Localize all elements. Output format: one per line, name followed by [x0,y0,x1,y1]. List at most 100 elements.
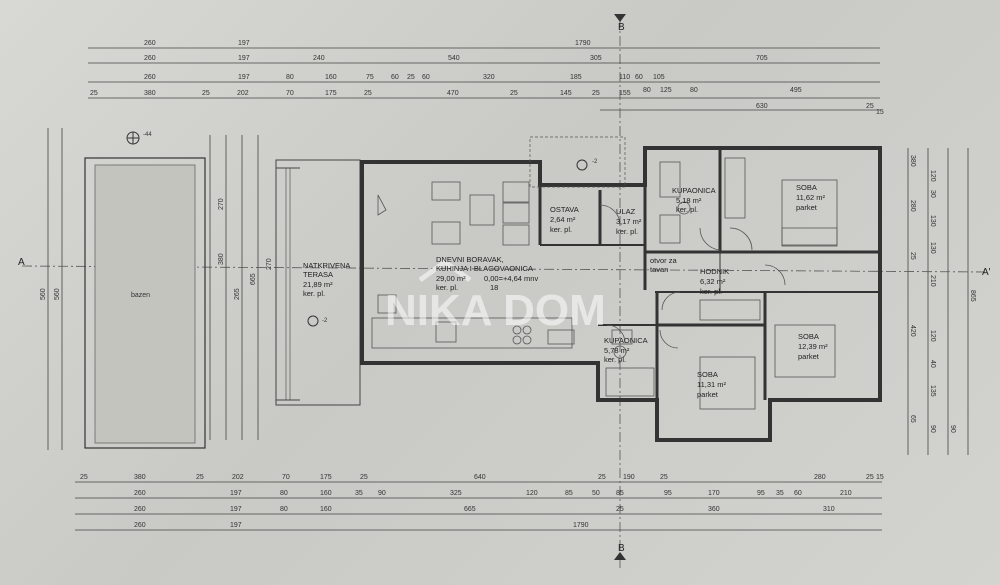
living-name-2: KUHINJA I BLAGOVAONICA [436,264,533,273]
dim-top-r3-9: 185 [570,74,582,81]
dim-top-r3-10: 110 [619,74,630,81]
dim-bot-r1-13: 15 [876,474,884,481]
dim-bot-r4-0: 260 [134,522,146,529]
dim-bot-r1-12: 25 [866,474,874,481]
dim-top-r3-11: 60 [635,74,643,81]
dim-top-r1-0: 260 [144,40,156,47]
right-dimension-chains: 380 120 280 130 30 130 210 25 420 865 12… [907,148,976,455]
doors [599,204,786,349]
section-lines: A A' B B [18,14,991,570]
living-level: 0,00=+4,64 mnv [484,274,538,283]
terrace-name-1: NATKRIVENA [303,261,350,270]
dim-bot-r2-11: 95 [664,490,672,497]
section-b-top: B [618,22,625,33]
entry-marker: -2 [576,159,598,171]
dim-bot-r2-9: 50 [592,490,600,497]
dim-top-r4-5: 175 [325,90,337,97]
dim-bot-r2-8: 85 [565,490,573,497]
dim-right-15: 90 [949,425,956,433]
dim-right-13: 65 [909,415,916,423]
watermark: NIKA DOM [385,286,606,335]
attic-opening-1: otvor za [650,256,678,265]
dim-top-r2-5: 705 [756,55,768,62]
dim-bot-r4-1: 197 [230,522,242,529]
living-steps: 18 [490,283,498,292]
dim-bot-r2-4: 35 [355,490,363,497]
dim-top-r2-4: 305 [590,55,602,62]
dim-bot-r1-0: 25 [80,474,88,481]
top-dimension-chains: 260 197 1790 260 197 240 540 305 705 260… [88,40,884,116]
entry-elevation: -2 [592,159,598,165]
dim-left-6: 270 [266,258,273,270]
dim-bot-r1-8: 25 [598,474,606,481]
section-a-right: A' [982,267,991,278]
terrace-name-2: TERASA [303,270,333,279]
dim-right-6: 210 [929,275,936,287]
entry-area: 3,17 m² [616,217,642,226]
dim-right-11: 40 [929,360,936,368]
dim-top-r3-8: 320 [483,74,495,81]
dim-left-2: 270 [218,198,225,210]
dim-left-0: 560 [40,288,47,300]
terrace-floor: ker. pl. [303,289,325,298]
storage-name: OSTAVA [550,205,579,214]
dim-bot-r3-2: 80 [280,506,288,513]
dim-left-5: 665 [250,273,257,285]
dim-top-r4-14: 80 [690,87,698,94]
room3-name: SOBA [697,370,718,379]
dim-top-r3-4: 75 [366,74,374,81]
room1-name: SOBA [796,183,817,192]
dim-bot-r4-2: 1790 [573,522,589,529]
storage-floor: ker. pl. [550,225,572,234]
dim-top-r1-2: 1790 [575,40,591,47]
dim-bot-r1-2: 25 [196,474,204,481]
dim-bot-r2-5: 90 [378,490,386,497]
dim-bot-r2-3: 160 [320,490,332,497]
room1-floor: parket [796,203,818,212]
bottom-dimension-chains: 25 380 25 202 70 175 25 640 25 190 25 28… [75,474,884,531]
hall-name: HODNIK [700,267,729,276]
dim-left-1: 560 [54,288,61,300]
pool-label: bazen [131,292,150,299]
dim-bot-r2-0: 260 [134,490,146,497]
section-b-bottom: B [618,543,625,554]
dim-top-r4-7: 470 [447,90,459,97]
dim-bot-r2-14: 35 [776,490,784,497]
dim-left-4: 265 [234,288,241,300]
room-labels: NATKRIVENA TERASA 21,89 m² ker. pl. DNEV… [303,183,828,399]
dim-top-r2-2: 240 [313,55,325,62]
room1-area: 11,62 m² [796,193,826,202]
dim-bot-r2-1: 197 [230,490,242,497]
dim-top-r4-16: 25 [866,103,874,110]
hall-floor: ker. pl. [700,287,722,296]
room2-area: 12,39 m² [798,342,828,351]
dim-top-r3-6: 25 [407,74,415,81]
bath2-name: KUPAONICA [604,336,648,345]
dim-right-5: 130 [929,242,936,254]
dim-bot-r1-7: 640 [474,474,486,481]
bath2-area: 5,78 m² [604,346,630,355]
furniture [371,157,838,410]
room2-name: SOBA [798,332,819,341]
dim-bot-r2-6: 325 [450,490,462,497]
room3-floor: parket [697,390,719,399]
dim-bot-r3-3: 160 [320,506,332,513]
dim-bot-r2-15: 60 [794,490,802,497]
dim-right-8: 420 [909,325,916,337]
dim-top-r4-13: 125 [660,87,672,94]
dim-bot-r1-11: 280 [814,474,826,481]
pool: bazen -44 [84,131,206,449]
bath1-floor: ker. pl. [676,205,698,214]
dim-bot-r3-1: 197 [230,506,242,513]
dim-top-r4-4: 70 [286,90,294,97]
dim-left-3: 380 [218,253,225,265]
left-dimension-chains: 560 560 270 380 265 665 270 [40,128,273,450]
bath1-name: KUPAONICA [672,186,716,195]
dim-bot-r3-6: 360 [708,506,720,513]
living-floor: ker. pl. [436,283,458,292]
storage-area: 2,64 m² [550,215,576,224]
dim-bot-r2-13: 95 [757,490,765,497]
dim-top-r3-2: 80 [286,74,294,81]
